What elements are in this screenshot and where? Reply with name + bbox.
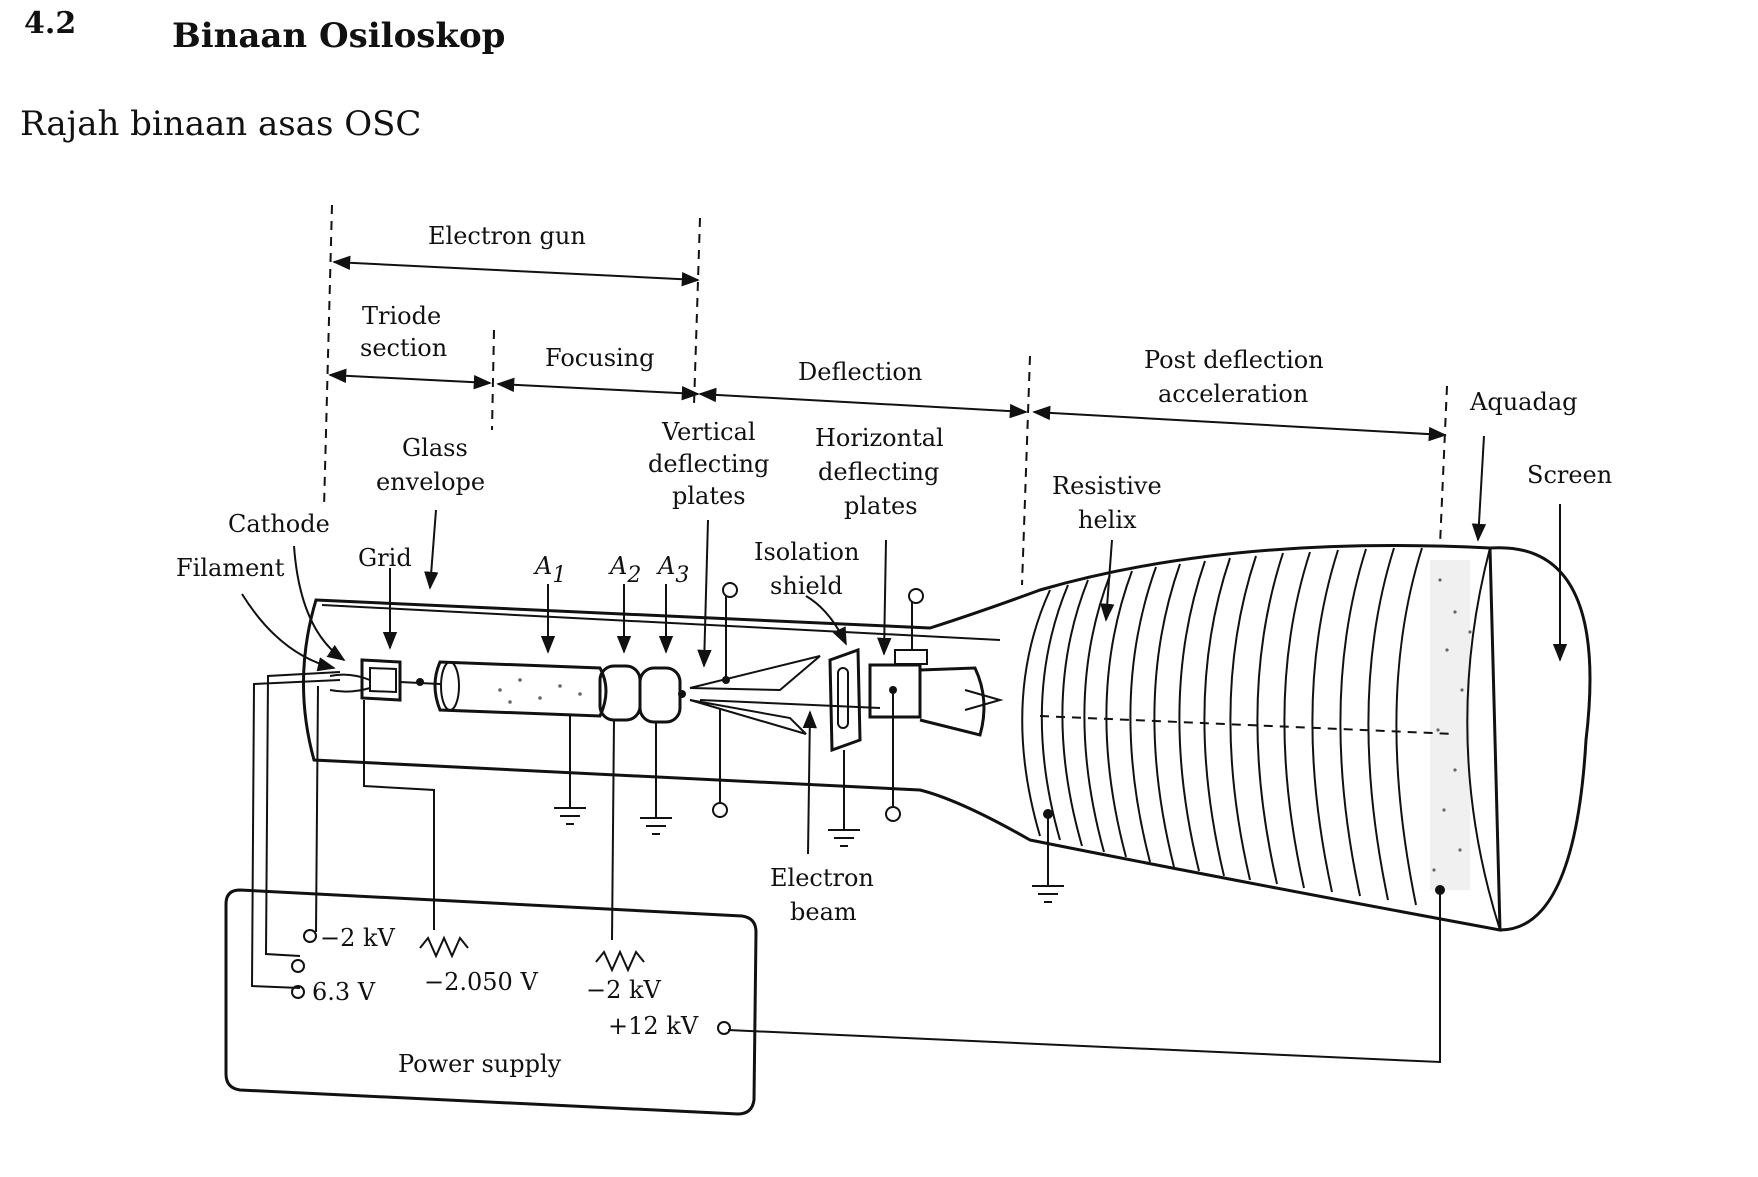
label-grid: Grid — [358, 544, 412, 572]
label-electron-gun: Electron gun — [428, 222, 586, 250]
label-horizontal-3: plates — [844, 492, 918, 520]
label-a3: A3 — [656, 552, 689, 588]
ps-minus-2050v: −2.050 V — [424, 968, 538, 996]
label-a1: A1 — [533, 552, 566, 588]
power-supply-box — [224, 888, 758, 1116]
glass-envelope-shape — [301, 544, 1502, 932]
label-vertical-1: Vertical — [661, 418, 756, 446]
label-filament: Filament — [176, 554, 285, 582]
label-glass-2: envelope — [376, 468, 485, 496]
ps-minus-2kv-b: −2 kV — [586, 976, 662, 1004]
pointer-arrows — [241, 435, 1568, 855]
leads — [250, 596, 1441, 1064]
label-triode-1: Triode — [362, 302, 441, 330]
screen-rim — [1466, 547, 1501, 931]
label-resistive-1: Resistive — [1052, 472, 1162, 500]
anode-a1-cylinder — [433, 660, 608, 718]
label-horizontal-1: Horizontal — [815, 424, 944, 452]
label-vertical-2: deflecting — [648, 450, 769, 478]
label-isolation-1: Isolation — [754, 538, 859, 566]
cathode-grid — [329, 658, 441, 702]
anodes-a2-a3 — [598, 664, 686, 724]
ps-title: Power supply — [398, 1050, 562, 1078]
ps-plus-12kv: +12 kV — [608, 1012, 699, 1040]
label-aquadag: Aquadag — [1469, 388, 1578, 416]
ps-minus-2kv-a: −2 kV — [320, 924, 396, 952]
label-horizontal-2: deflecting — [818, 458, 939, 486]
aquadag-band — [1430, 560, 1472, 890]
beam-path — [1039, 715, 1456, 735]
helix-rings — [1021, 547, 1423, 906]
label-post-2: acceleration — [1158, 380, 1308, 408]
ps-6-3v: 6.3 V — [312, 978, 376, 1006]
label-post-1: Post deflection — [1144, 346, 1324, 374]
ground-symbols — [554, 807, 1064, 903]
terminals — [712, 582, 1445, 895]
region-arrows — [328, 255, 1447, 442]
label-triode-2: section — [360, 334, 447, 362]
label-a2: A2 — [608, 552, 641, 588]
label-deflection: Deflection — [798, 358, 922, 386]
isolation-shield-shape — [828, 647, 862, 753]
section-number: 4.2 — [24, 6, 77, 41]
label-vertical-3: plates — [672, 482, 746, 510]
subtitle: Rajah binaan asas OSC — [20, 104, 422, 144]
label-cathode: Cathode — [228, 510, 330, 538]
label-isolation-2: shield — [770, 572, 843, 600]
label-screen: Screen — [1527, 461, 1612, 489]
screen-face — [1489, 546, 1592, 932]
region-boundaries — [323, 204, 1448, 586]
label-focusing: Focusing — [545, 344, 655, 372]
label-glass-1: Glass — [402, 434, 468, 462]
section-title: Binaan Osiloskop — [172, 16, 506, 56]
label-resistive-2: helix — [1078, 506, 1137, 534]
electron-beam-line — [699, 699, 881, 709]
label-beam-2: beam — [790, 898, 857, 926]
neck-top-edge — [321, 604, 1001, 641]
label-beam-1: Electron — [770, 864, 874, 892]
